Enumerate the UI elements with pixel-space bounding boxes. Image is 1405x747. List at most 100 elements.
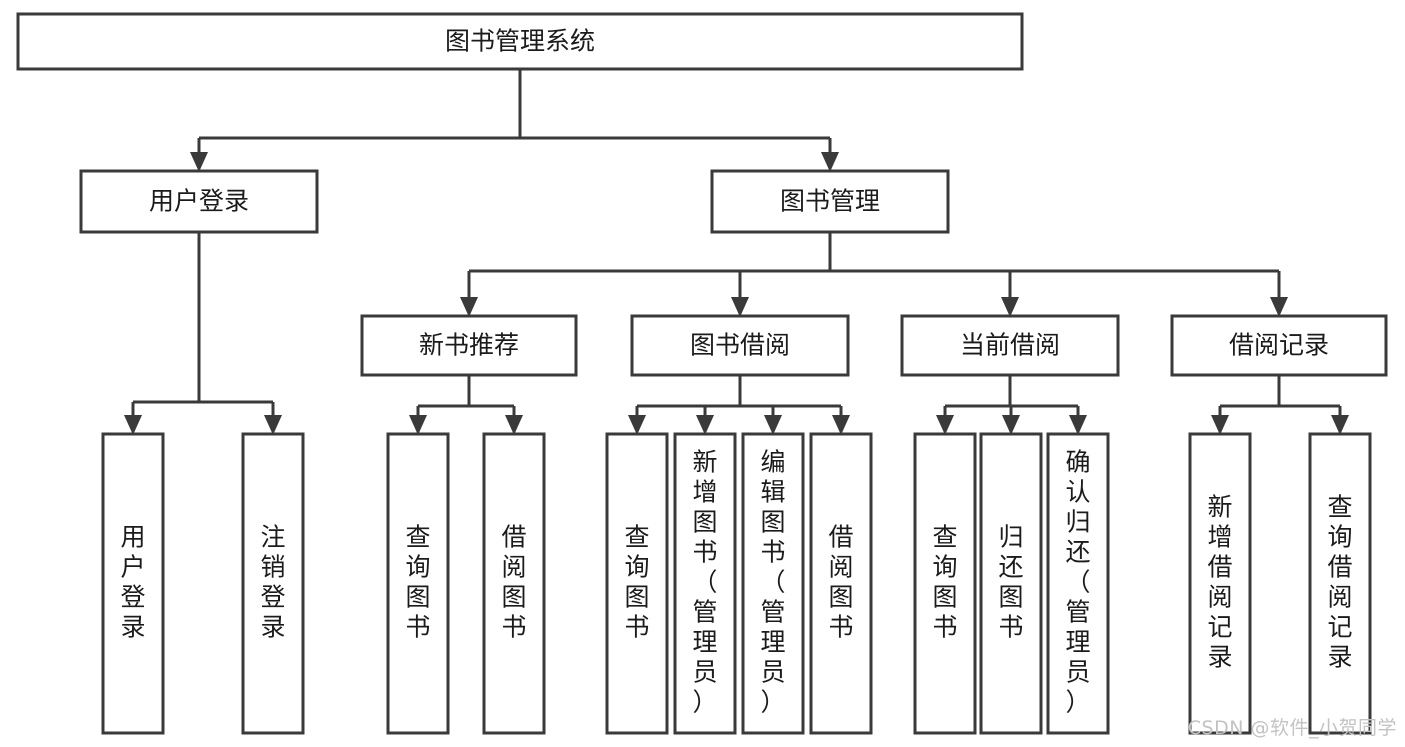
node-box bbox=[741, 432, 805, 735]
node-label-char: 书 bbox=[932, 613, 957, 642]
node-level2-book-management[interactable]: 图书管理 bbox=[710, 169, 950, 234]
node-box bbox=[630, 314, 850, 377]
node-root-root[interactable]: 图书管理系统 bbox=[16, 12, 1024, 71]
node-label-char: 辑 bbox=[760, 478, 785, 507]
node-label-char: 阅 bbox=[1327, 583, 1352, 612]
arrow-head-icon bbox=[124, 415, 142, 435]
node-box bbox=[1170, 314, 1388, 377]
node-label-char: 图 bbox=[501, 583, 526, 612]
node-label-char: 登 bbox=[120, 583, 145, 612]
arrow-head-icon bbox=[505, 415, 523, 435]
arrow-head-icon bbox=[1211, 415, 1229, 435]
node-label-char: 增 bbox=[692, 478, 717, 507]
node-box bbox=[809, 432, 873, 735]
node-label-char: 确 bbox=[1065, 448, 1090, 477]
node-label: 当前借阅 bbox=[960, 331, 1060, 360]
node-label-char: 图 bbox=[692, 508, 717, 537]
node-label-char: 员 bbox=[692, 658, 717, 687]
node-level3-borrow-record[interactable]: 借阅记录 bbox=[1170, 314, 1388, 377]
node-label-char: （ bbox=[692, 568, 717, 597]
node-box bbox=[79, 169, 319, 234]
arrow-head-icon bbox=[460, 297, 478, 317]
node-label-char: （ bbox=[1065, 568, 1090, 597]
arrow-head-icon bbox=[764, 415, 782, 435]
node-label-char: 员 bbox=[1065, 658, 1090, 687]
node-label-char: 理 bbox=[760, 628, 785, 657]
arrow-head-icon bbox=[190, 152, 208, 172]
arrow-head-icon bbox=[1001, 297, 1019, 317]
arrow-head-icon bbox=[696, 415, 714, 435]
node-label-char: （ bbox=[760, 568, 785, 597]
node-layer: 图书管理系统用户登录图书管理新书推荐图书借阅当前借阅借阅记录用户登录注销登录查询… bbox=[16, 12, 1388, 735]
node-label-char: 图 bbox=[624, 583, 649, 612]
node-label-char: ） bbox=[1065, 688, 1090, 717]
node-label-char: 图 bbox=[405, 583, 430, 612]
node-label-char: 增 bbox=[1207, 523, 1232, 552]
node-label-char: 图 bbox=[998, 583, 1023, 612]
arrow-head-icon bbox=[832, 415, 850, 435]
arrow-head-icon bbox=[264, 415, 282, 435]
arrow-head-icon bbox=[821, 152, 839, 172]
node-box bbox=[386, 432, 450, 735]
node-label: 用户登录 bbox=[120, 523, 145, 642]
node-label-char: 查 bbox=[932, 523, 957, 552]
node-label-char: 记 bbox=[1207, 613, 1232, 642]
node-box bbox=[1046, 432, 1110, 735]
node-label-char: 图 bbox=[932, 583, 957, 612]
node-label-char: 还 bbox=[998, 553, 1023, 582]
arrow-head-icon bbox=[409, 415, 427, 435]
arrow-head-icon bbox=[1069, 415, 1087, 435]
node-level3-new-book-recommend[interactable]: 新书推荐 bbox=[360, 314, 578, 377]
node-label-char: 还 bbox=[1065, 538, 1090, 567]
node-box bbox=[360, 314, 578, 377]
arrow-head-icon bbox=[628, 415, 646, 435]
node-box bbox=[482, 432, 546, 735]
node-box bbox=[1188, 432, 1252, 735]
node-label-char: 借 bbox=[828, 523, 853, 552]
node-label-char: 归 bbox=[998, 523, 1023, 552]
node-box bbox=[605, 432, 669, 735]
node-label-char: 询 bbox=[1327, 523, 1352, 552]
node-label-char: 员 bbox=[760, 658, 785, 687]
node-label-char: 询 bbox=[624, 553, 649, 582]
node-box bbox=[900, 314, 1120, 377]
node-box bbox=[241, 432, 305, 735]
arrow-head-icon bbox=[936, 415, 954, 435]
node-label-char: 录 bbox=[260, 613, 285, 642]
node-label-char: 理 bbox=[1065, 628, 1090, 657]
node-label-char: 阅 bbox=[1207, 583, 1232, 612]
connector-layer bbox=[124, 69, 1349, 435]
node-label-char: 销 bbox=[260, 553, 285, 582]
node-label-char: 新 bbox=[1207, 493, 1232, 522]
node-level3-current-borrow[interactable]: 当前借阅 bbox=[900, 314, 1120, 377]
node-leaf-leaf-user-login[interactable]: 用户登录 bbox=[101, 432, 165, 735]
node-level3-book-borrow[interactable]: 图书借阅 bbox=[630, 314, 850, 377]
node-label-char: 用 bbox=[120, 523, 145, 552]
arrow-head-icon bbox=[1002, 415, 1020, 435]
node-label: 新书推荐 bbox=[419, 331, 519, 360]
node-label: 借阅记录 bbox=[1229, 331, 1329, 360]
node-label-char: 书 bbox=[624, 613, 649, 642]
node-label-char: 查 bbox=[624, 523, 649, 552]
arrow-head-icon bbox=[1331, 415, 1349, 435]
node-level2-user-login[interactable]: 用户登录 bbox=[79, 169, 319, 234]
